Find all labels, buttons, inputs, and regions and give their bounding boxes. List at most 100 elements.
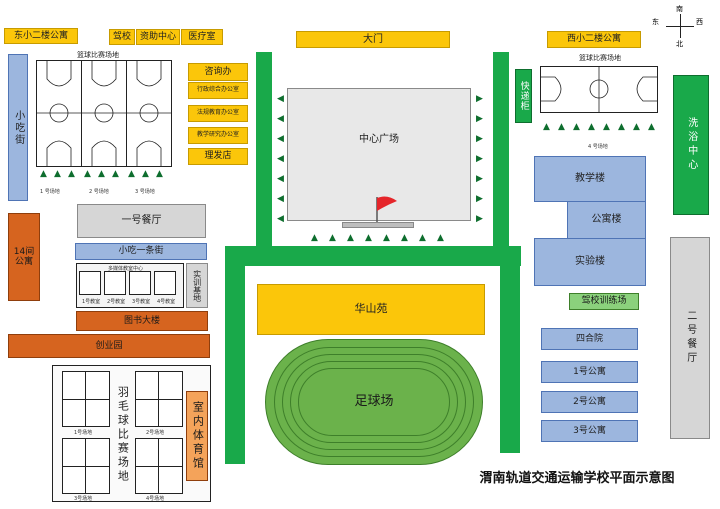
tree-icon: ◀ xyxy=(277,214,284,224)
tree-icon: ▲ xyxy=(558,122,565,132)
aid-center-label: 资助中心 xyxy=(136,29,180,45)
tree-icon: ▶ xyxy=(476,194,483,204)
student-office: 法规教育办公室 xyxy=(188,105,248,122)
tree-icon: ▶ xyxy=(476,174,483,184)
admin-office: 行政综合办公室 xyxy=(188,82,248,99)
tree-icon: ▲ xyxy=(156,169,163,179)
central-plaza: 中心广场 xyxy=(287,88,471,221)
road-right-vertical xyxy=(493,52,509,250)
tree-icon: ◀ xyxy=(277,194,284,204)
room-label: 4号教室 xyxy=(157,299,176,305)
tree-icon: ▲ xyxy=(98,169,105,179)
badminton-court-1 xyxy=(62,371,110,427)
flag-icon xyxy=(376,196,397,223)
court-lines-icon xyxy=(541,67,657,112)
tree-icon: ◀ xyxy=(277,114,284,124)
tree-icon: ▲ xyxy=(648,122,655,132)
hall-label: 多媒体教室中心 xyxy=(108,266,144,272)
basketball-title-left: 篮球比赛场地 xyxy=(77,50,119,59)
tree-icon: ▲ xyxy=(588,122,595,132)
basketball-court-3 xyxy=(126,60,172,167)
tree-icon: ▲ xyxy=(128,169,135,179)
driving-training-field: 驾校训练场 xyxy=(569,293,639,310)
clinic-label: 医疗室 xyxy=(181,29,223,45)
training-base: 实训基地 xyxy=(186,263,208,308)
tree-icon: ◀ xyxy=(277,134,284,144)
flag-base xyxy=(342,222,414,228)
court-lines-icon xyxy=(127,61,171,166)
west-dorm2-label: 西小二楼公寓 xyxy=(547,31,641,48)
classroom-4 xyxy=(154,271,176,295)
basketball-court-1 xyxy=(36,60,82,167)
tree-icon: ▲ xyxy=(383,233,390,243)
tree-icon: ▲ xyxy=(142,169,149,179)
tree-icon: ▲ xyxy=(633,122,640,132)
badminton-court-2 xyxy=(135,371,183,427)
huashan-garden: 华山苑 xyxy=(257,284,485,335)
tree-icon: ▲ xyxy=(112,169,119,179)
road-left-lower xyxy=(225,246,245,464)
track-lane xyxy=(290,361,458,443)
tree-icon: ▲ xyxy=(365,233,372,243)
tree-icon: ▶ xyxy=(476,134,483,144)
tree-icon: ▲ xyxy=(573,122,580,132)
compass-north: 南 xyxy=(676,5,683,13)
tree-icon: ▲ xyxy=(54,169,61,179)
tree-icon: ▲ xyxy=(437,233,444,243)
compass-west: 东 xyxy=(652,18,659,26)
tree-icon: ▲ xyxy=(419,233,426,243)
court-label: 2号场地 xyxy=(146,430,165,436)
map-title: 渭南轨道交通运输学校平面示意图 xyxy=(479,470,675,486)
snack-lane: 小吃一条街 xyxy=(75,243,207,260)
dorm-3: 3号公寓 xyxy=(541,420,638,442)
driving-school-label: 驾校 xyxy=(109,29,135,45)
badminton-court-3 xyxy=(62,438,110,494)
tree-icon: ▶ xyxy=(476,154,483,164)
dorm-1: 1号公寓 xyxy=(541,361,638,383)
court-label: 4 号场地 xyxy=(588,144,608,150)
road-horizontal xyxy=(225,246,521,266)
court-label: 2 号场地 xyxy=(89,189,109,195)
court-lines-icon xyxy=(37,61,81,166)
tree-icon: ▲ xyxy=(347,233,354,243)
siheyuan: 四合院 xyxy=(541,328,638,350)
court-label: 4号场地 xyxy=(146,496,165,502)
teaching-office: 教学研究办公室 xyxy=(188,127,248,144)
tree-icon: ▲ xyxy=(68,169,75,179)
teaching-building: 教学楼 xyxy=(534,156,646,202)
express-locker: 快递柜 xyxy=(515,69,532,123)
badminton-court-4 xyxy=(135,438,183,494)
main-gate: 大门 xyxy=(296,31,450,48)
tree-icon: ▶ xyxy=(476,214,483,224)
dorm-2: 2号公寓 xyxy=(541,391,638,413)
compass-cross-icon xyxy=(666,26,694,27)
tree-icon: ◀ xyxy=(277,154,284,164)
classroom-1 xyxy=(79,271,101,295)
tree-icon: ▶ xyxy=(476,94,483,104)
east-dorm2-label: 东小二楼公寓 xyxy=(4,28,78,44)
tree-icon: ▲ xyxy=(84,169,91,179)
court-label: 3 号场地 xyxy=(135,189,155,195)
basketball-court-4 xyxy=(540,66,658,113)
indoor-gym: 室内体育馆 xyxy=(186,391,208,481)
room-label: 2号教室 xyxy=(107,299,126,305)
court-label: 1号场地 xyxy=(74,430,93,436)
track-lane xyxy=(274,347,474,457)
lab-building: 实验楼 xyxy=(534,238,646,286)
road-right-lower xyxy=(500,246,520,453)
tree-icon: ◀ xyxy=(277,94,284,104)
tree-icon: ▲ xyxy=(311,233,318,243)
canteen-2: 二号餐厅 xyxy=(670,237,710,439)
compass-east: 西 xyxy=(696,18,703,26)
room-label: 3号教室 xyxy=(132,299,151,305)
tree-icon: ▶ xyxy=(476,114,483,124)
bath-center: 洗浴中心 xyxy=(673,75,709,215)
tree-icon: ◀ xyxy=(277,174,284,184)
tree-icon: ▲ xyxy=(543,122,550,132)
court-label: 1 号场地 xyxy=(40,189,60,195)
consulting-office: 咨询办 xyxy=(188,63,248,81)
track-lane xyxy=(282,354,466,450)
tree-icon: ▲ xyxy=(329,233,336,243)
room-label: 1号教室 xyxy=(82,299,101,305)
